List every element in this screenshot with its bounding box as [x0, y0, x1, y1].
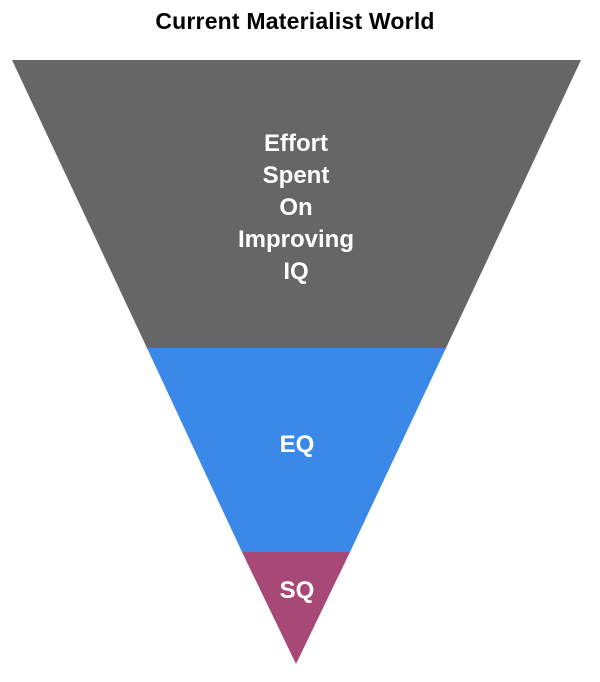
segment-iq: [12, 60, 581, 348]
segment-iq-label-line: IQ: [283, 258, 308, 285]
segment-sq: [242, 552, 350, 664]
segment-eq: [147, 348, 446, 552]
segment-iq-label-line: Effort: [264, 130, 328, 157]
segment-sq-label: SQ: [280, 577, 315, 604]
diagram-title: Current Materialist World: [155, 8, 435, 34]
segment-eq-label: EQ: [280, 431, 315, 458]
segment-iq-label-line: Improving: [238, 226, 354, 253]
segment-iq-label-line: On: [279, 194, 312, 221]
segment-iq-label-line: Spent: [263, 162, 330, 189]
